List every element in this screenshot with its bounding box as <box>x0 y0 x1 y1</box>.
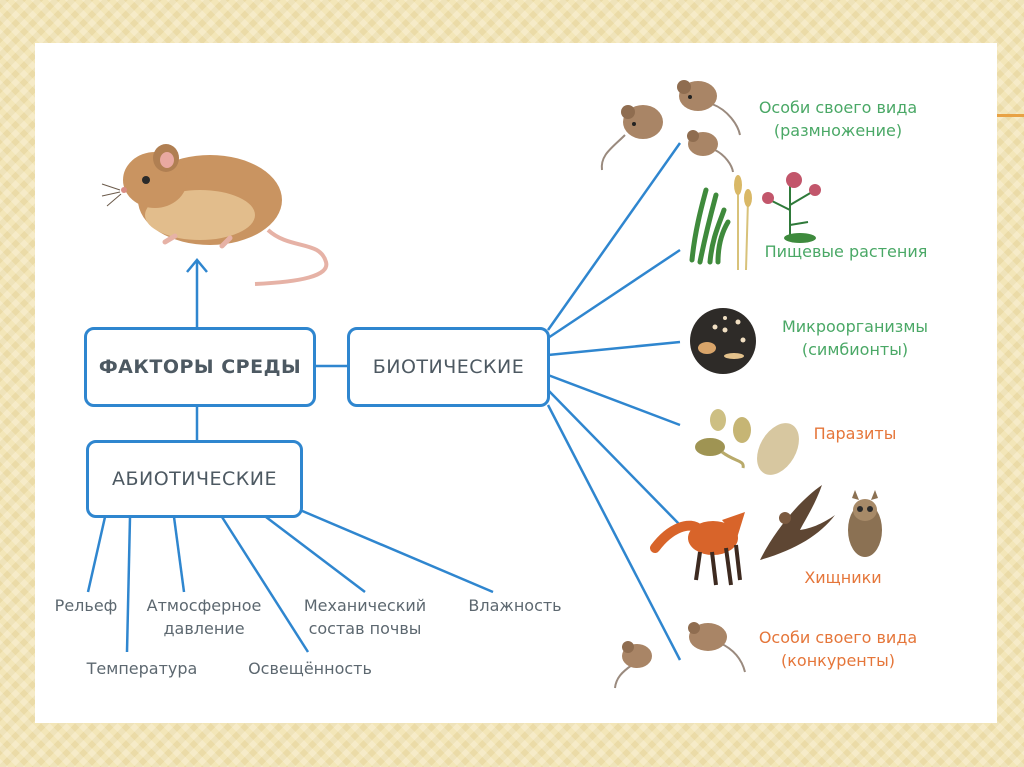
mouse-icon <box>101 144 329 286</box>
parasites-icon <box>695 409 799 475</box>
competitor-mice-icon <box>614 622 746 689</box>
abiotic-label-light: Освещённость <box>248 659 372 678</box>
plants-icon <box>689 172 821 271</box>
abiotic-label-humidity: Влажность <box>468 596 562 615</box>
biotic-label-predators: Хищники <box>804 568 882 587</box>
hawk-icon <box>760 485 835 560</box>
abiotic-label-temperature: Температура <box>86 659 198 678</box>
microbes-icon <box>690 308 756 374</box>
abiotic-label-relief: Рельеф <box>54 596 118 615</box>
biotic-box: БИОТИЧЕСКИЕ <box>347 327 550 407</box>
biotic-label-parasites: Паразиты <box>813 424 897 443</box>
fox-icon <box>650 512 745 586</box>
abiotic-label-pressure: Атмосферное давление <box>146 596 262 638</box>
accent-line <box>997 114 1024 117</box>
connector-lines <box>86 142 682 661</box>
abiotic-box: АБИОТИЧЕСКИЕ <box>86 440 303 518</box>
biotic-label-food-plants: Пищевые растения <box>764 242 928 261</box>
owl-icon <box>848 490 882 557</box>
mice-group-icon <box>600 80 741 173</box>
biotic-label-microorganisms: Микроорганизмы (симбионты) <box>781 317 929 359</box>
biotic-label-competitors: Особи своего вида (конкуренты) <box>758 628 918 670</box>
abiotic-label-soil: Механический состав почвы <box>303 596 427 638</box>
biotic-label-reproduction: Особи своего вида (размножение) <box>758 98 918 140</box>
central-box: ФАКТОРЫ СРЕДЫ <box>84 327 316 407</box>
